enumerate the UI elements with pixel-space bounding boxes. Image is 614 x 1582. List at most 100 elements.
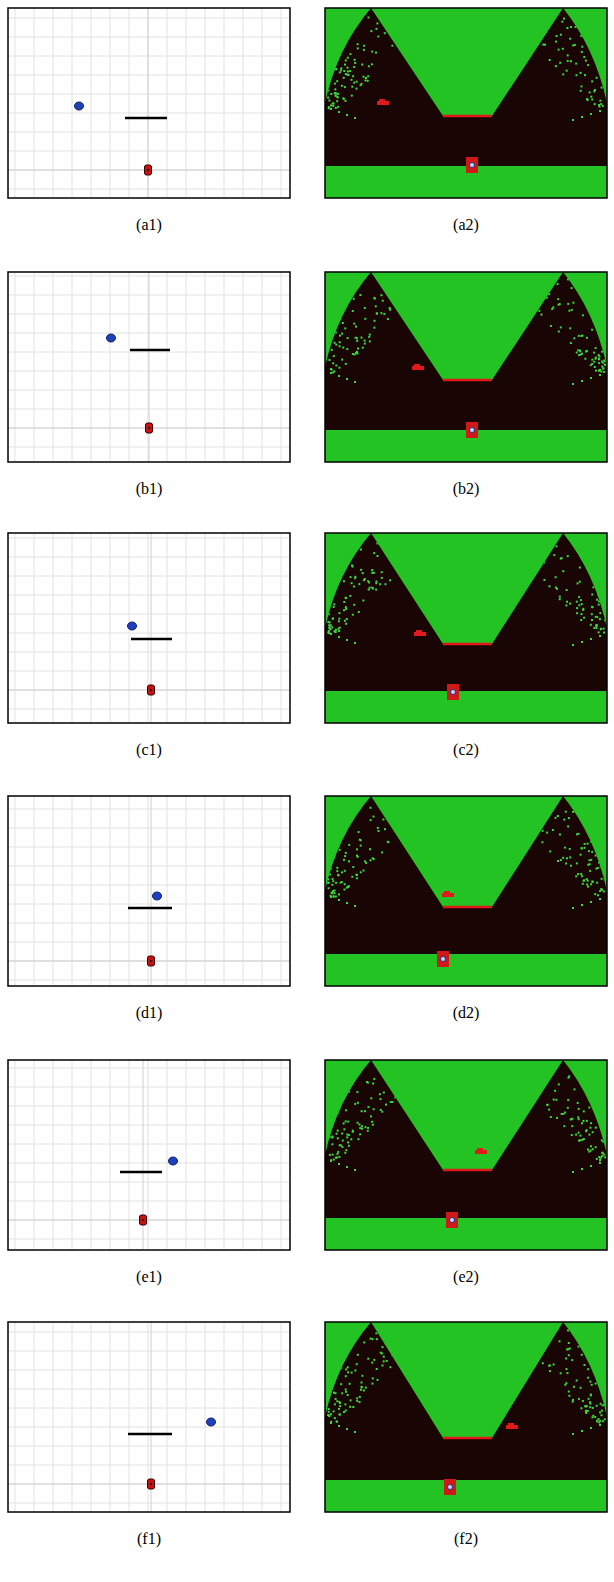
grid-line	[167, 796, 168, 986]
scan-points	[327, 275, 606, 374]
scan-point	[346, 378, 348, 380]
grid-line	[243, 533, 244, 723]
panel-border	[8, 796, 290, 986]
grid-line	[53, 796, 54, 986]
grid-line	[262, 796, 263, 986]
scan-point	[572, 644, 574, 646]
panel-border	[325, 8, 607, 198]
grid-line	[281, 1060, 282, 1250]
robot	[446, 1212, 458, 1228]
grid-line	[8, 1144, 290, 1145]
scan-point	[338, 111, 340, 113]
scan-point	[581, 380, 583, 382]
grid-line	[186, 796, 187, 986]
detected-obstacle	[379, 99, 385, 101]
scan-point	[346, 114, 348, 116]
robot	[145, 165, 152, 175]
grid-plot	[8, 8, 290, 198]
free-space	[325, 272, 607, 430]
grid-line	[72, 272, 73, 462]
scan-point	[330, 372, 332, 374]
scan-point	[599, 1162, 601, 1164]
grid-line	[8, 1427, 290, 1428]
grid-line	[91, 272, 92, 462]
grid-line	[8, 37, 290, 38]
panel-border	[325, 272, 607, 462]
grid-line	[281, 796, 282, 986]
grid-line	[281, 533, 282, 723]
occupancy-map	[325, 796, 607, 986]
scan-point	[590, 1427, 592, 1429]
grid-line	[8, 538, 290, 539]
robot-center	[450, 1218, 455, 1223]
grid-line	[129, 796, 130, 986]
grid-line	[8, 1106, 290, 1107]
grid-line	[186, 1060, 187, 1250]
panel-border	[8, 1322, 290, 1512]
grid-line	[34, 796, 35, 986]
scan-point	[354, 117, 356, 119]
scan-point	[599, 635, 601, 637]
scan-point	[346, 1428, 348, 1430]
subfigure-label: (e2)	[453, 1268, 479, 1286]
grid-line	[91, 796, 92, 986]
grid-line	[8, 1068, 290, 1069]
grid-line	[8, 904, 290, 905]
subfigure-label: (d2)	[453, 1004, 480, 1022]
scan-point	[330, 633, 332, 635]
grid-line	[110, 272, 111, 462]
scan-point	[581, 1168, 583, 1170]
scan-point	[590, 377, 592, 379]
grid-line	[8, 189, 290, 190]
grid-line	[8, 94, 290, 95]
grid-line	[8, 428, 290, 429]
scan-point	[338, 899, 340, 901]
grid-line	[34, 272, 35, 462]
detected-obstacle	[416, 630, 422, 632]
subfigure-label: (c1)	[136, 741, 162, 759]
grid-line	[72, 533, 73, 723]
grid-line	[34, 533, 35, 723]
grid-line	[8, 847, 290, 848]
scan-point	[599, 1424, 601, 1426]
moving-obstacle	[128, 622, 137, 630]
axis	[151, 1322, 152, 1512]
robot-center	[451, 690, 456, 695]
grid-line	[167, 533, 168, 723]
grid-line	[8, 885, 290, 886]
grid-line	[224, 1060, 225, 1250]
scan-points	[327, 9, 607, 110]
grid-line	[8, 595, 290, 596]
grid-line	[8, 1220, 290, 1221]
grid-line	[8, 1239, 290, 1240]
grid-line	[110, 1060, 111, 1250]
occupancy-map	[325, 8, 607, 198]
grid-line	[8, 709, 290, 710]
robot-center	[142, 1219, 145, 1222]
free-space	[325, 796, 607, 954]
grid-plot	[8, 272, 290, 462]
subfigure-label: (b2)	[453, 480, 480, 498]
grid-line	[8, 980, 290, 981]
moving-obstacle	[207, 1418, 216, 1426]
wall-segment	[128, 907, 172, 910]
grid-line	[8, 1087, 290, 1088]
grid-plot	[8, 796, 290, 986]
detected-wall	[443, 906, 492, 909]
robot-center	[448, 1485, 453, 1490]
grid-line	[8, 1201, 290, 1202]
subfigure-label: (d1)	[136, 1004, 163, 1022]
scan-point	[354, 642, 356, 644]
subfigure-label: (f1)	[137, 1530, 161, 1548]
grid-line	[110, 533, 111, 723]
subfigure-label: (b1)	[136, 480, 163, 498]
grid-line	[205, 1060, 206, 1250]
subfigure-label: (a2)	[453, 216, 479, 234]
grid-line	[53, 533, 54, 723]
robot-center	[147, 169, 150, 172]
free-space	[325, 533, 607, 691]
wall-segment	[120, 1171, 162, 1174]
scan-point	[330, 1422, 332, 1424]
grid-line	[8, 132, 290, 133]
